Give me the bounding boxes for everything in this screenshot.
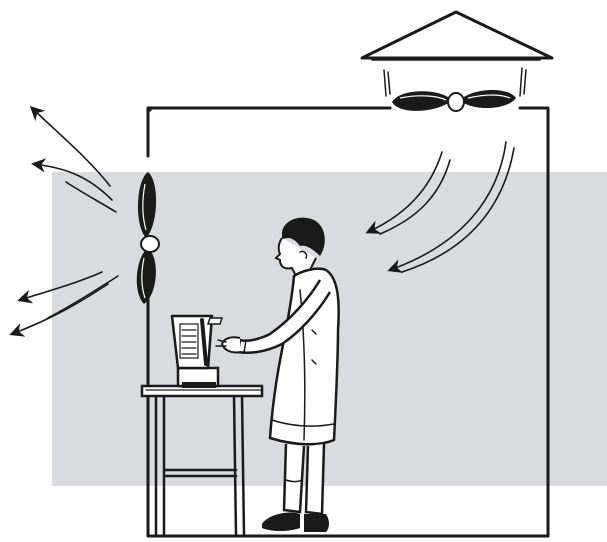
roof-exhaust-fan: [392, 90, 516, 111]
roof-hood: [362, 12, 552, 96]
